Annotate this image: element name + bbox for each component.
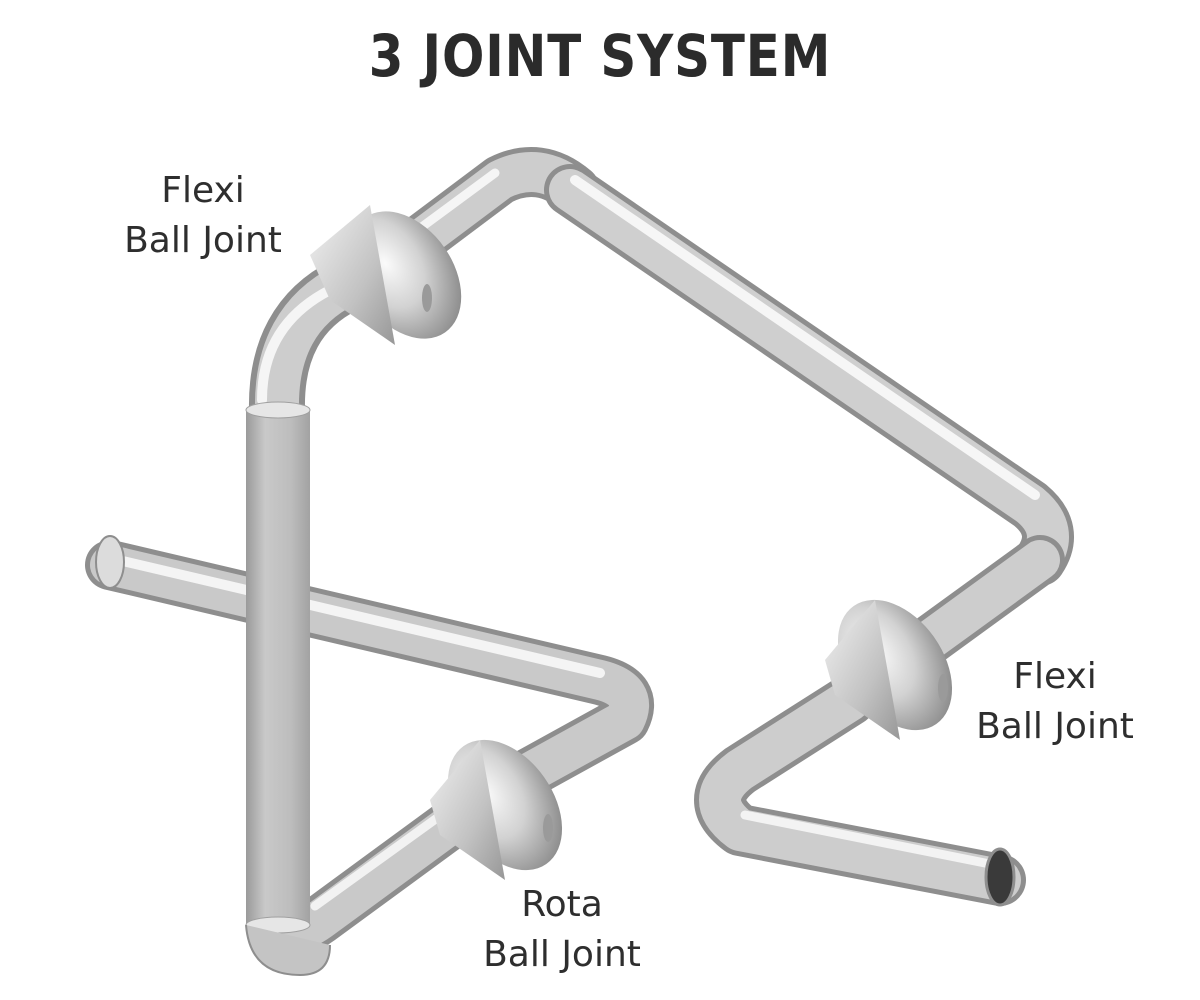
pipe-open-end — [984, 847, 1016, 907]
pipe-left-end — [95, 535, 125, 589]
flexi-ball-joint-right-graphic — [825, 599, 953, 740]
flexi-ball-joint-top-left-graphic — [310, 205, 462, 345]
label-rota-ball-joint: Rota Ball Joint — [483, 884, 641, 975]
label-flexi-ball-joint-top-left: Flexi Ball Joint — [124, 170, 282, 261]
rota-ball-joint-graphic — [430, 739, 563, 880]
pipe-run-background — [85, 147, 1074, 957]
diagram-title: 3 JOINT SYSTEM — [368, 22, 832, 90]
label-flexi-ball-joint-right: Flexi Ball Joint — [976, 656, 1134, 747]
vertical-pipe — [245, 401, 331, 977]
